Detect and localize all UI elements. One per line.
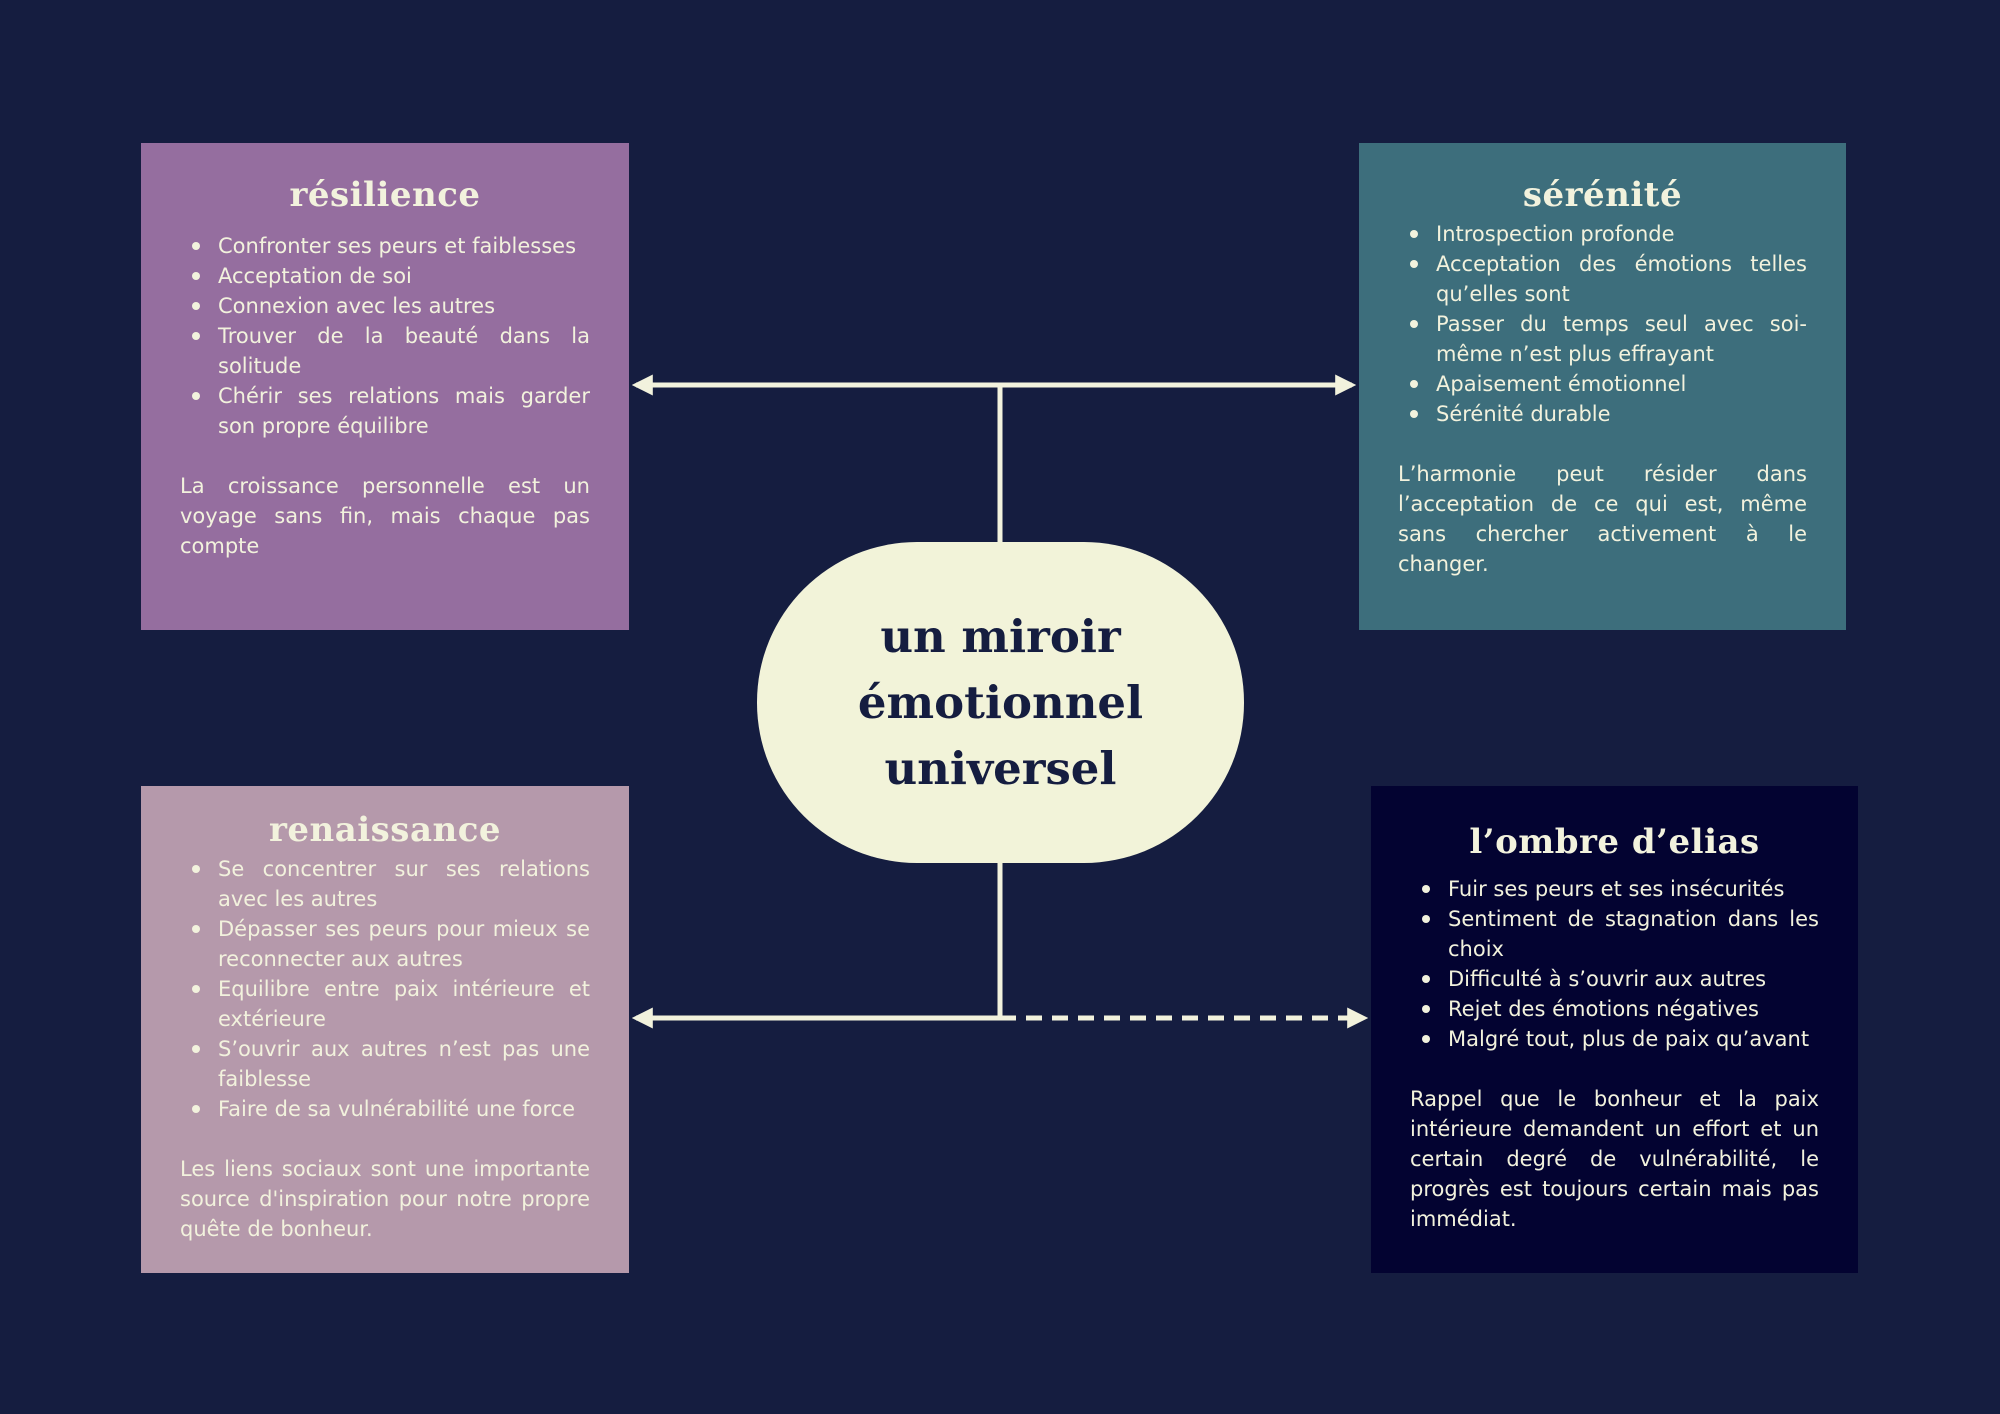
list-item: S’ouvrir aux autres n’est pas une faible… [192,1034,590,1094]
list-item: Confronter ses peurs et faiblesses [192,231,590,261]
list-item: Acceptation de soi [192,261,590,291]
list-item: Faire de sa vulnérabilité une force [192,1094,590,1124]
ombre-title: l’ombre d’elias [1469,822,1760,862]
ombre-box: l’ombre d’elias Fuir ses peurs et ses in… [1371,786,1858,1273]
list-item: Introspection profonde [1410,219,1807,249]
center-title: un miroir émotionnel universel [857,609,1144,795]
resilience-box: résilience Confronter ses peurs et faibl… [141,143,629,630]
resilience-note: La croissance personnelle est un voyage … [180,474,590,558]
list-item: Fuir ses peurs et ses insécurités [1422,874,1819,904]
renaissance-box: renaissance Se concentrer sur ses relati… [141,786,629,1273]
serenite-list: Introspection profonde Acceptation des é… [1398,219,1807,429]
renaissance-list: Se concentrer sur ses relations avec les… [180,854,590,1124]
list-item: Connexion avec les autres [192,291,590,321]
serenite-title: sérénité [1522,175,1683,215]
renaissance-title: renaissance [268,810,502,850]
list-item: Apaisement émotionnel [1410,369,1807,399]
ombre-list: Fuir ses peurs et ses insécurités Sentim… [1410,874,1819,1054]
serenite-box: sérénité Introspection profonde Acceptat… [1359,143,1846,630]
list-item: Trouver de la beauté dans la solitude [192,321,590,381]
list-item: Equilibre entre paix intérieure et extér… [192,974,590,1034]
list-item: Malgré tout, plus de paix qu’avant [1422,1024,1819,1054]
resilience-list: Confronter ses peurs et faiblesses Accep… [180,231,590,441]
list-item: Dépasser ses peurs pour mieux se reconne… [192,914,590,974]
list-item: Acceptation des émotions telles qu’elles… [1410,249,1807,309]
list-item: Passer du temps seul avec soi-même n’est… [1410,309,1807,369]
list-item: Sentiment de stagnation dans les choix [1422,904,1819,964]
list-item: Se concentrer sur ses relations avec les… [192,854,590,914]
renaissance-note: Les liens sociaux sont une importante so… [180,1157,590,1241]
list-item: Rejet des émotions négatives [1422,994,1819,1024]
list-item: Difficulté à s’ouvrir aux autres [1422,964,1819,994]
serenite-note: L’harmonie peut résider dans l’acceptati… [1398,462,1807,576]
list-item: Sérénité durable [1410,399,1807,429]
resilience-title: résilience [289,175,481,215]
list-item: Chérir ses relations mais garder son pro… [192,381,590,441]
ombre-note: Rappel que le bonheur et la paix intérie… [1410,1087,1819,1231]
center-node: un miroir émotionnel universel [757,542,1244,863]
